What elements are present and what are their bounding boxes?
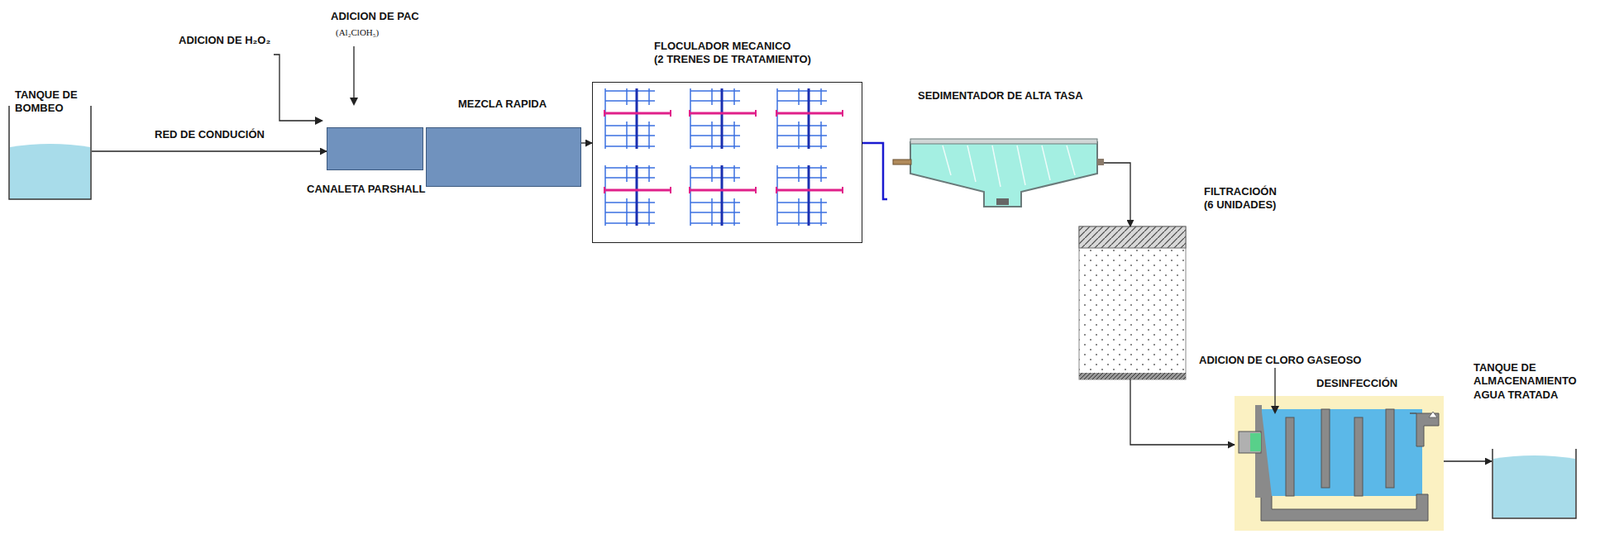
flow-connector	[862, 143, 888, 200]
node-heading: CANALETA PARSHALL	[306, 182, 426, 196]
node-label: CANALETA PARSHALL	[306, 182, 426, 196]
flow-connector	[581, 142, 593, 144]
node-label: (6 UNIDADES)	[1203, 198, 1277, 212]
flocculator-paddles	[603, 88, 844, 226]
storage-tank	[1492, 448, 1577, 519]
node-label: MEZCLA RAPIDA	[458, 97, 547, 111]
pump-tank	[9, 105, 91, 200]
storage-tank: TANQUE DE ALMACENAMIENTO AGUA TRATADA	[1491, 448, 1577, 519]
node-heading: DESINFECCIÓN	[1316, 377, 1398, 391]
high-rate-settler: SEDIMENTADOR DE ALTA TASA	[887, 138, 1104, 208]
node-heading: MEZCLA RAPIDA	[458, 97, 547, 111]
dosing-formula: (Al₂ClOH₅)	[335, 27, 379, 39]
parshall-flume: CANALETA PARSHALL	[326, 127, 424, 171]
flow-connector	[1103, 162, 1131, 227]
node-label: TANQUE DE BOMBEO	[14, 88, 83, 116]
filter-unit: FILTRACIOÓN(6 UNIDADES)	[1079, 226, 1186, 380]
dosing-arrow	[349, 46, 359, 106]
flocculator-box: FLOCULADOR MECANICO(2 TRENES DE TRATAMIE…	[592, 81, 863, 244]
dosing-label: ADICION DE H₂O₂	[178, 33, 271, 48]
filter-illustration	[1079, 226, 1186, 380]
dosing-arrow	[273, 54, 324, 125]
edge-label: RED DE CONDUCIÓN	[154, 128, 265, 142]
disinfection-tank: DESINFECCIÓN	[1234, 397, 1444, 531]
node-label: FILTRACIOÓN	[1203, 185, 1277, 199]
pump-tank: TANQUE DE BOMBEO	[8, 81, 92, 200]
node-label: SEDIMENTADOR DE ALTA TASA	[917, 89, 1084, 103]
node-heading: SEDIMENTADOR DE ALTA TASA	[917, 89, 1084, 103]
rapid-mix-tank: MEZCLA RAPIDA	[425, 127, 582, 187]
flow-connector	[1443, 460, 1492, 462]
node-label: TANQUE DE ALMACENAMIENTO AGUA TRATADA	[1473, 361, 1591, 402]
node-heading: FLOCULADOR MECANICO(2 TRENES DE TRATAMIE…	[654, 39, 812, 67]
contact-tank-illustration	[1234, 396, 1444, 531]
settler-illustration	[893, 138, 1104, 207]
flow-connector	[1130, 379, 1235, 445]
node-heading: FILTRACIOÓN(6 UNIDADES)	[1203, 185, 1277, 213]
node-label: FLOCULADOR MECANICO	[654, 39, 812, 53]
node-label: DESINFECCIÓN	[1316, 377, 1398, 391]
dosing-arrow	[1270, 367, 1280, 415]
flow-connector	[91, 150, 327, 152]
node-heading: TANQUE DE ALMACENAMIENTO AGUA TRATADA	[1473, 361, 1591, 402]
dosing-label: ADICION DE PAC	[330, 9, 420, 24]
dosing-label: ADICION DE CLORO GASEOSO	[1198, 353, 1362, 368]
node-label: (2 TRENES DE TRATAMIENTO)	[654, 52, 812, 67]
